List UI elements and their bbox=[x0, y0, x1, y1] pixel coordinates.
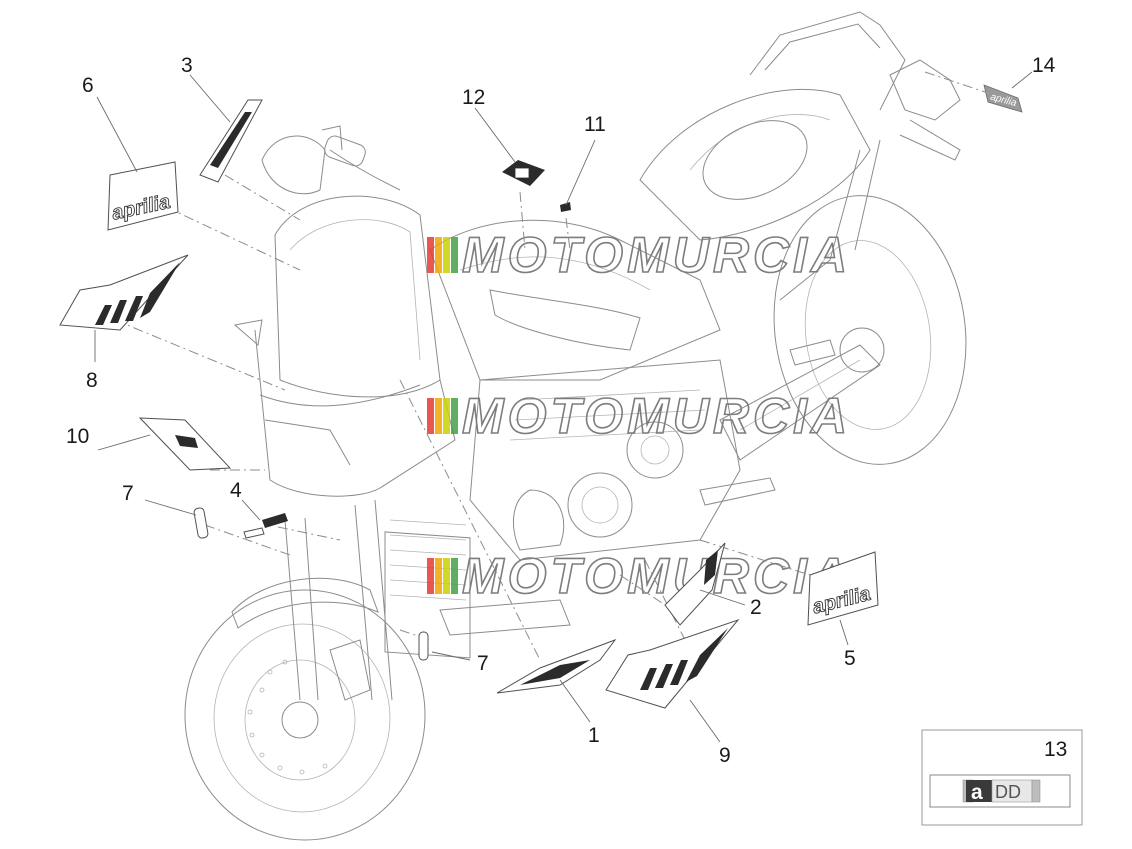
decal-stripe-bottom bbox=[605, 618, 740, 709]
callout-11: 11 bbox=[584, 113, 606, 136]
inset-box-13: 13 a DD bbox=[921, 729, 1083, 826]
decal-tag-front bbox=[138, 417, 232, 471]
watermark-group: MOTOMURCIA MOTOMURCIA MOTOMURCIA bbox=[427, 226, 851, 605]
inset-badge: a DD bbox=[962, 779, 1041, 804]
callout-7-upper: 7 bbox=[122, 482, 134, 505]
decal-tank-badge bbox=[502, 160, 545, 186]
motorcycle-line-art bbox=[184, 11, 967, 841]
decal-small-strip bbox=[243, 513, 288, 539]
watermark-bottom: MOTOMURCIA bbox=[427, 547, 851, 605]
callout-2: 2 bbox=[750, 596, 762, 619]
leader-lines bbox=[94, 71, 1033, 743]
callout-6: 6 bbox=[82, 74, 94, 97]
callout-3: 3 bbox=[181, 54, 193, 77]
inset-badge-letter: a bbox=[971, 781, 983, 804]
decal-side-tag bbox=[664, 542, 726, 626]
callout-1: 1 bbox=[588, 724, 600, 747]
callout-7-lower: 7 bbox=[477, 652, 489, 675]
decal-badge-lower bbox=[418, 631, 429, 661]
callout-9: 9 bbox=[719, 744, 731, 767]
callout-4: 4 bbox=[230, 479, 242, 502]
watermark-text: MOTOMURCIA bbox=[462, 548, 851, 604]
decal-stripe-left bbox=[59, 254, 189, 331]
inset-badge-suffix: DD bbox=[995, 782, 1021, 802]
callout-5: 5 bbox=[844, 647, 856, 670]
decal-aprilia-rear: aprilia bbox=[983, 84, 1023, 113]
decal-aprilia-left: aprilia bbox=[107, 161, 179, 231]
callout-10: 10 bbox=[66, 425, 89, 448]
watermark-text: MOTOMURCIA bbox=[462, 227, 851, 283]
watermark-text: MOTOMURCIA bbox=[462, 388, 851, 444]
decal-strip-bottom bbox=[496, 638, 617, 694]
decal-aprilia-right: aprilia bbox=[807, 551, 879, 626]
decals: aprilia bbox=[59, 84, 1023, 709]
callout-8: 8 bbox=[86, 369, 98, 392]
callout-12: 12 bbox=[462, 86, 485, 109]
watermark-middle: MOTOMURCIA bbox=[427, 387, 851, 445]
watermark-top: MOTOMURCIA bbox=[427, 226, 851, 284]
callout-14: 14 bbox=[1032, 54, 1056, 77]
decal-badge-left bbox=[193, 507, 209, 539]
callouts: 6 3 12 11 14 8 10 7 4 2 5 7 1 9 bbox=[66, 54, 1056, 767]
decal-tiny-label bbox=[560, 202, 571, 212]
decal-strip-top bbox=[199, 99, 263, 183]
inset-number: 13 bbox=[1044, 738, 1067, 761]
